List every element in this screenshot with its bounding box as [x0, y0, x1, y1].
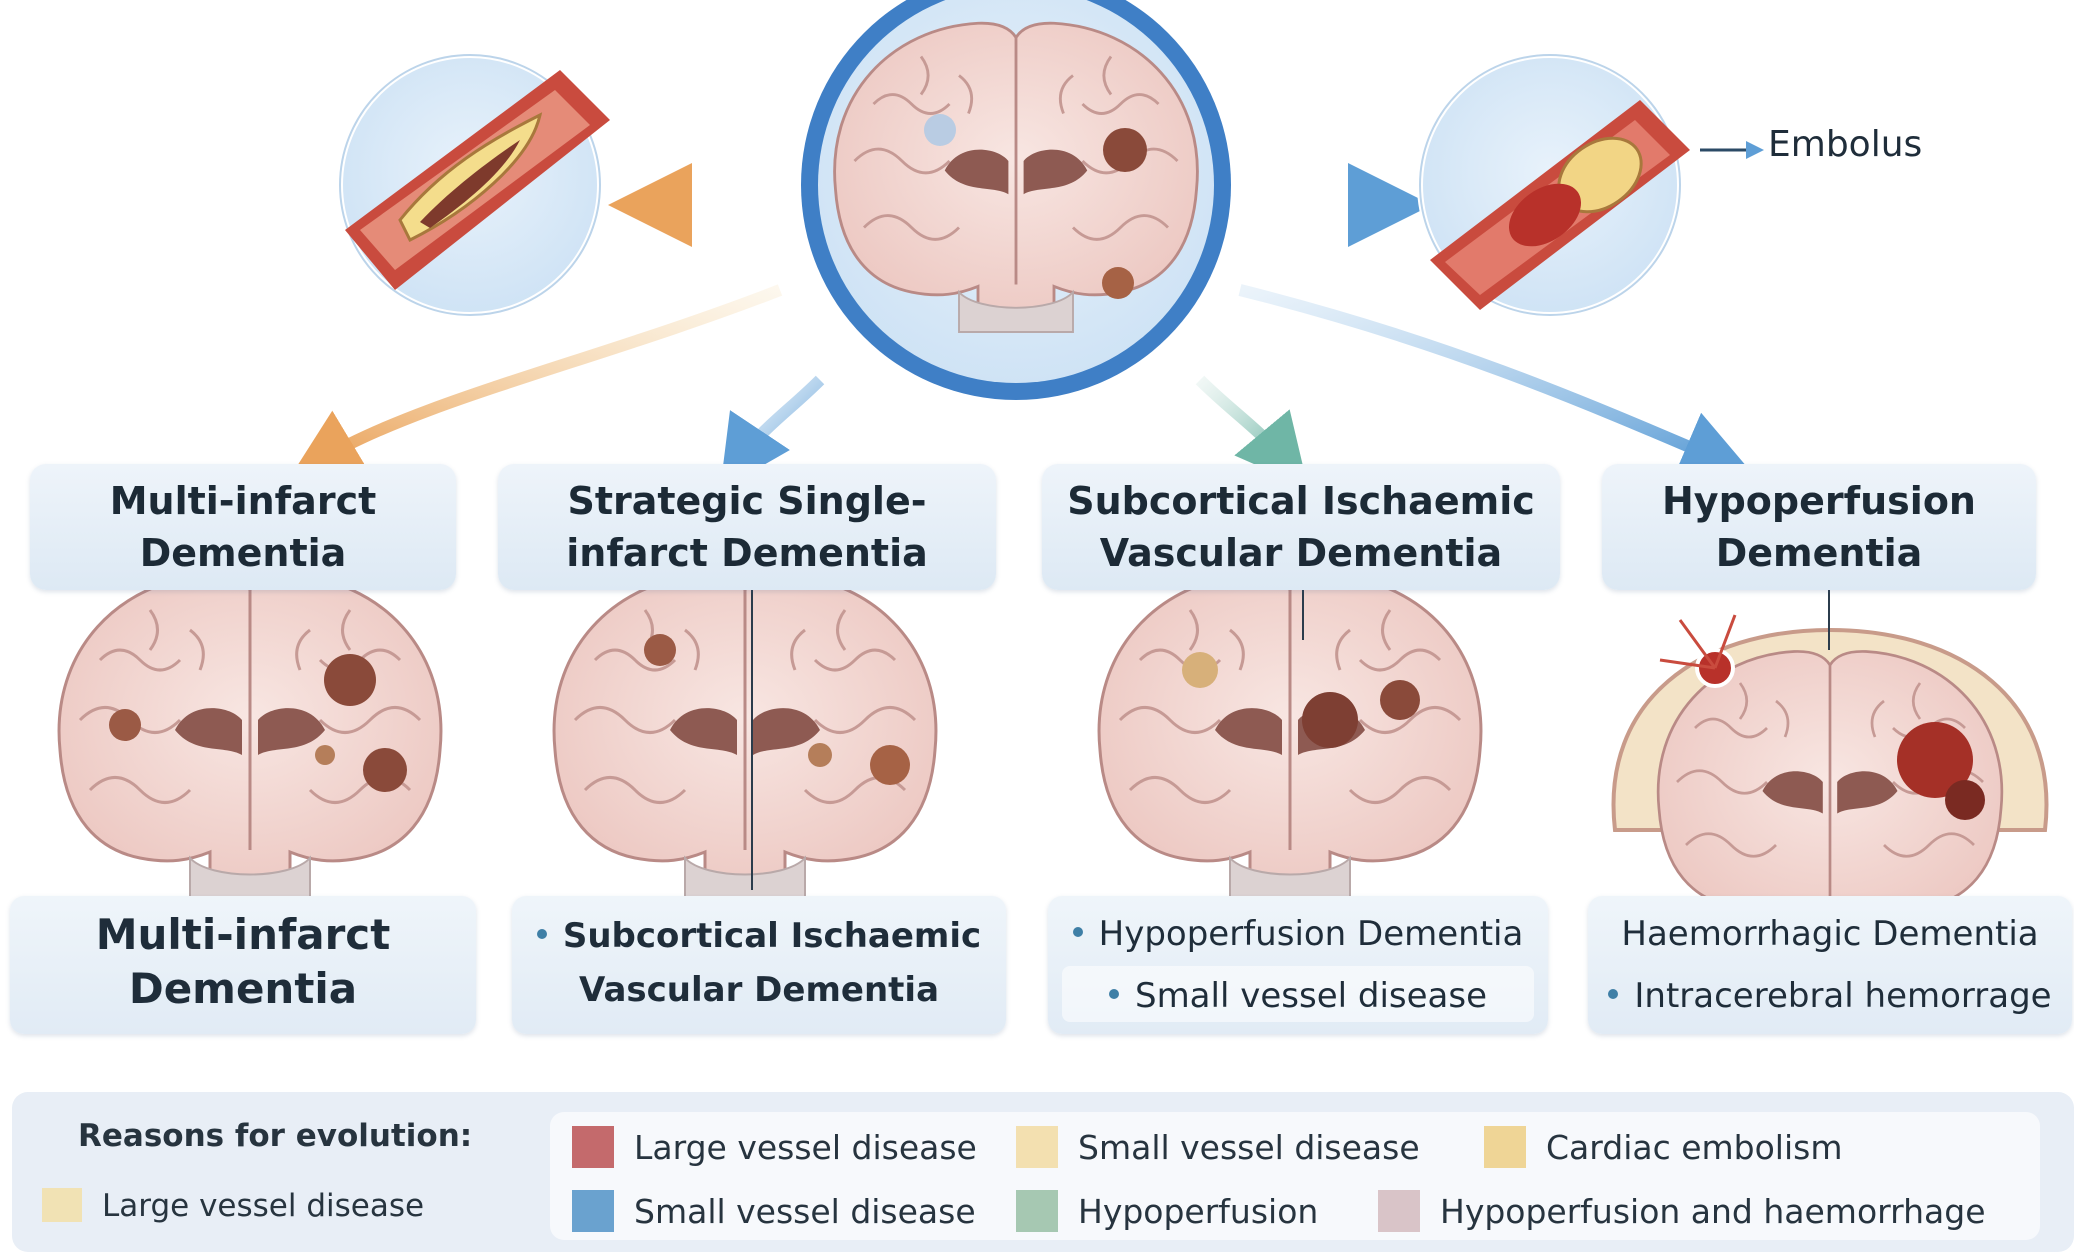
legend-item-small-vessel-1: Small vessel disease: [1016, 1128, 1420, 1171]
legend-label: Large vessel disease: [634, 1128, 977, 1167]
legend-item-hypoperfusion: Hypoperfusion: [1016, 1192, 1318, 1235]
center-brain-illustration: [801, 0, 1231, 400]
legend-item-hypoperfusion-haemorrhage: Hypoperfusion and haemorrhage: [1378, 1192, 1986, 1235]
legend-swatch: [572, 1126, 614, 1168]
info-line-1: Subcortical Ischaemic: [512, 916, 1006, 956]
bullet-icon: [1109, 989, 1119, 999]
legend-item-cardiac-embolism: Cardiac embolism: [1484, 1128, 1842, 1171]
info-text: Small vessel disease: [1135, 976, 1487, 1016]
info-line-2: Small vessel disease: [1048, 976, 1548, 1016]
legend-item-large-vessel: Large vessel disease: [572, 1128, 977, 1171]
info-text: Intracerebral hemorrage: [1634, 976, 2051, 1016]
info-box-multi-infarct: Multi-infarct Dementia: [10, 896, 476, 1034]
info-line-1: Hypoperfusion Dementia: [1048, 914, 1548, 954]
brain-subcortical: [1099, 575, 1481, 900]
embolus-label: Embolus: [1768, 124, 1922, 165]
title-subcortical-ischaemic: Subcortical Ischaemic Vascular Dementia: [1042, 464, 1560, 590]
legend-label: Cardiac embolism: [1546, 1128, 1842, 1167]
legend-item-small-vessel-2: Small vessel disease: [572, 1192, 976, 1235]
info-box-haemorrhagic: Haemorrhagic Dementia Intracerebral hemo…: [1588, 896, 2072, 1034]
info-line-1: Haemorrhagic Dementia: [1588, 914, 2072, 954]
legend-swatch: [1016, 1190, 1058, 1232]
legend-swatch: [42, 1188, 82, 1222]
title-hypoperfusion: Hypoperfusion Dementia: [1602, 464, 2036, 590]
legend-left-item: Large vessel disease: [42, 1188, 424, 1225]
legend-heading: Reasons for evolution:: [78, 1118, 472, 1154]
brain-strategic: [554, 575, 936, 900]
title-multi-infarct: Multi-infarct Dementia: [30, 464, 456, 590]
legend-label: Large vessel disease: [102, 1188, 424, 1224]
title-strategic-single-infarct: Strategic Single- infarct Dementia: [498, 464, 996, 590]
brain-multi-infarct: [59, 575, 441, 900]
info-line-1: Multi-infarct: [10, 910, 476, 959]
bullet-icon: [537, 929, 547, 939]
legend-swatch: [1484, 1126, 1526, 1168]
brain-haemorrhagic: [1614, 590, 2047, 944]
info-box-strategic: Subcortical Ischaemic Vascular Dementia: [512, 896, 1006, 1034]
bullet-icon: [1073, 927, 1083, 937]
legend-label: Hypoperfusion: [1078, 1192, 1318, 1231]
arrow-to-hypoperfusion: [1240, 290, 1720, 460]
legend-label: Small vessel disease: [1078, 1128, 1420, 1167]
legend-swatch: [572, 1190, 614, 1232]
legend-label: Hypoperfusion and haemorrhage: [1440, 1192, 1986, 1231]
arrow-to-subcortical: [1200, 380, 1285, 460]
info-line-2: Intracerebral hemorrage: [1588, 976, 2072, 1016]
arrow-to-strategic: [740, 380, 820, 460]
legend-label: Small vessel disease: [634, 1192, 976, 1231]
info-text: Hypoperfusion Dementia: [1099, 914, 1524, 954]
right-vessel-illustration: [1420, 55, 1690, 315]
left-vessel-illustration: [340, 55, 610, 315]
legend-swatch: [1378, 1190, 1420, 1232]
legend-swatch: [1016, 1126, 1058, 1168]
info-line-2: Vascular Dementia: [512, 970, 1006, 1010]
info-box-subcortical: Hypoperfusion Dementia Small vessel dise…: [1048, 896, 1548, 1034]
info-text: Subcortical Ischaemic: [563, 916, 981, 956]
arrow-to-multi-infarct: [320, 290, 780, 460]
bullet-icon: [1608, 989, 1618, 999]
info-line-2: Dementia: [10, 964, 476, 1013]
